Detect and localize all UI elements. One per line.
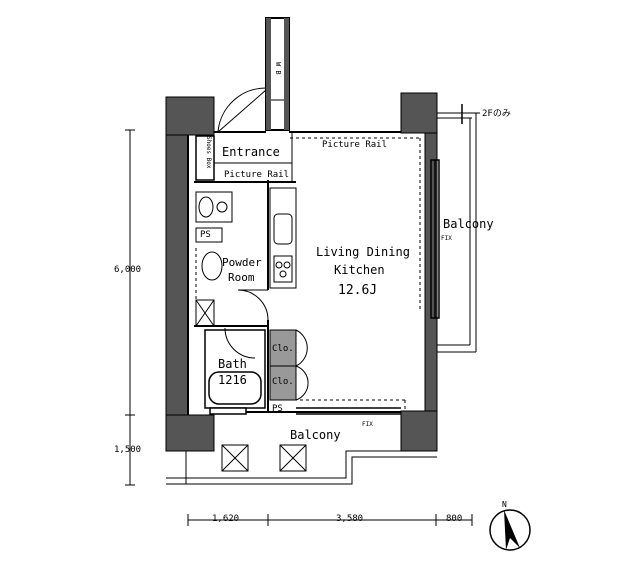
dim-width-mid: 3,580 bbox=[336, 514, 363, 524]
picture-rail-top-label: Picture Rail bbox=[322, 140, 387, 150]
shoes-box bbox=[195, 135, 215, 181]
bath-door bbox=[224, 327, 256, 359]
picture-rail-lines bbox=[282, 137, 421, 412]
dim-width-left: 1,620 bbox=[212, 514, 239, 524]
east-window bbox=[430, 159, 440, 319]
wb-shaft bbox=[265, 17, 290, 131]
bath-unit bbox=[204, 329, 266, 415]
closet-label-2: Clo. bbox=[272, 377, 294, 387]
wb-label: W B bbox=[274, 62, 282, 75]
shoes-box-label: Shoes Box bbox=[205, 136, 212, 169]
ps-upper-label: PS bbox=[200, 230, 211, 240]
north-label: N bbox=[502, 500, 507, 509]
bath-size-label: 1216 bbox=[218, 373, 247, 387]
powder-fixtures bbox=[195, 191, 233, 327]
balcony-east-label: Balcony bbox=[443, 217, 494, 231]
ldk-label-line1: Living Dining bbox=[316, 245, 410, 259]
bath-label: Bath bbox=[218, 357, 247, 371]
dim-height-balcony: 1,500 bbox=[114, 445, 141, 455]
closet-label-1: Clo. bbox=[272, 344, 294, 354]
powder-label-line2: Room bbox=[228, 271, 255, 284]
north-arrow bbox=[489, 509, 531, 551]
entrance-door bbox=[217, 87, 267, 133]
balcony-south-label: Balcony bbox=[290, 428, 341, 442]
picture-rail-entry-label: Picture Rail bbox=[224, 170, 289, 180]
ldk-label-line2: Kitchen bbox=[334, 263, 385, 277]
dim-height-main: 6,000 bbox=[114, 265, 141, 275]
dim-width-right: 800 bbox=[446, 514, 462, 524]
fix-east-label: FIX bbox=[441, 235, 452, 242]
east-balcony-rail bbox=[437, 104, 480, 353]
fix-south-label: FIX bbox=[362, 421, 373, 428]
kitchen-counter bbox=[269, 187, 297, 289]
south-window bbox=[296, 407, 401, 415]
dimension-lines bbox=[125, 129, 473, 526]
balcony-drains bbox=[221, 444, 307, 472]
floor-note-label: 2Fのみ bbox=[482, 108, 511, 119]
ps-lower-label: PS bbox=[272, 404, 283, 414]
entrance-label: Entrance bbox=[222, 145, 280, 159]
ldk-size-label: 12.6J bbox=[338, 283, 377, 298]
powder-label-line1: Powder bbox=[222, 256, 262, 269]
closets bbox=[269, 329, 309, 401]
exterior-walls bbox=[165, 92, 438, 452]
south-balcony-outline bbox=[166, 450, 437, 485]
powder-door bbox=[237, 289, 269, 321]
